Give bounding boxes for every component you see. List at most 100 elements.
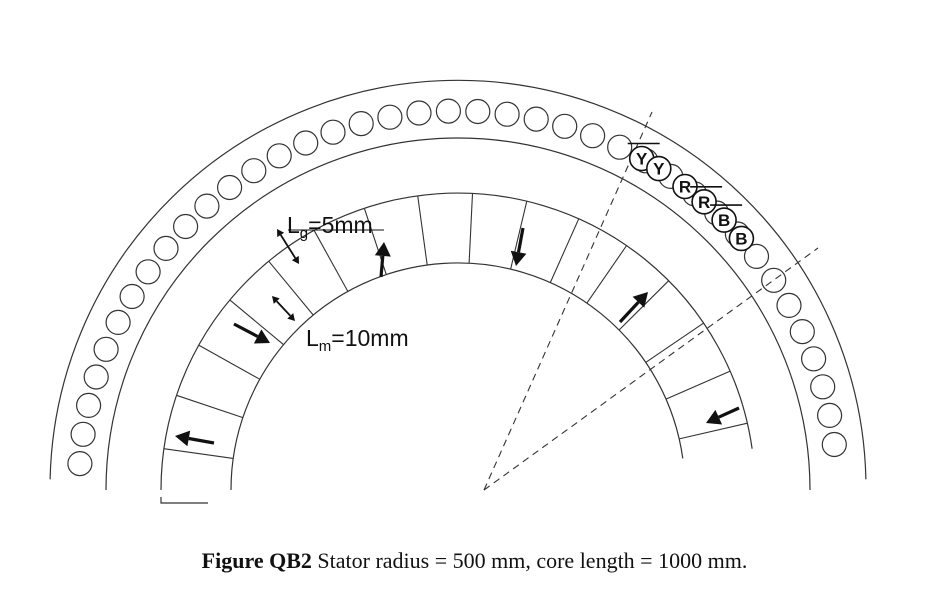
slot-conductor xyxy=(241,158,267,184)
slot-conductor xyxy=(816,402,843,428)
figure-caption-label: Figure QB2 xyxy=(201,548,312,573)
phase-axis-line xyxy=(483,247,819,491)
dimension-markers xyxy=(272,229,384,321)
magnet-dimension-arrow xyxy=(272,296,295,321)
arrow-shaft xyxy=(379,255,385,278)
slot-conductor xyxy=(523,106,549,132)
slot-conductor xyxy=(320,119,346,145)
magnet-label-subscript: m xyxy=(319,338,332,355)
rotor-magnet-ring xyxy=(160,192,753,504)
rotor-outer-arc xyxy=(160,192,753,491)
phase-coil-marker xyxy=(645,155,672,182)
rotor-end-bracket xyxy=(160,497,208,504)
magnet-segment-divider xyxy=(586,245,628,304)
arrow-shaft xyxy=(718,406,740,419)
slot-conductor xyxy=(789,319,815,345)
slot-conductor xyxy=(75,392,102,418)
magnet-arrow-outward xyxy=(618,292,648,324)
slot-conductor xyxy=(119,283,145,310)
magnet-arrow-inward xyxy=(510,227,527,266)
slot-conductor xyxy=(761,267,787,293)
slot-conductor xyxy=(810,374,836,400)
arrow-head xyxy=(374,242,391,257)
slot-conductor xyxy=(83,364,109,390)
arrow-head xyxy=(632,292,648,308)
dimension-arrowhead xyxy=(277,229,285,238)
rotor-inner-arc xyxy=(230,262,684,491)
slot-conductor xyxy=(607,134,633,160)
magnet-segment-divider xyxy=(665,370,731,400)
slot-conductor xyxy=(293,130,319,156)
phase-coil-marker xyxy=(691,189,717,215)
slot-conductor xyxy=(135,259,161,285)
phase-coil-letter: R xyxy=(679,178,691,197)
magnet-magnetization-arrows xyxy=(175,227,740,447)
airgap-label-main: L xyxy=(287,212,300,238)
magnet-segment-divider xyxy=(313,229,349,292)
arrow-shaft xyxy=(516,227,525,253)
phase-axis-dashed-lines xyxy=(483,111,819,491)
slot-conductor xyxy=(153,235,179,261)
magnet-arrow-outward xyxy=(175,430,215,447)
magnet-segment-divider xyxy=(468,193,474,264)
slot-conductor xyxy=(743,243,770,269)
slot-conductor xyxy=(579,123,606,149)
stator-slot-conductors xyxy=(67,98,847,477)
magnet-segment-divider xyxy=(268,260,314,316)
slot-conductor xyxy=(377,104,403,130)
phase-coil-marker xyxy=(711,207,737,233)
phase-coil-letter: B xyxy=(718,211,730,230)
magnet-segment-divider xyxy=(549,218,580,283)
dimension-line xyxy=(276,300,291,317)
magnet-arrow-inward xyxy=(233,322,270,344)
magnet-segment-divider xyxy=(176,394,244,419)
magnet-label-value: =10mm xyxy=(331,325,408,351)
slot-conductor xyxy=(776,292,802,318)
dimension-line xyxy=(279,234,297,259)
slot-conductor xyxy=(494,101,520,127)
dimension-arrowhead xyxy=(291,255,299,264)
slot-conductor xyxy=(67,451,93,477)
arrow-head xyxy=(175,430,191,447)
arrow-head xyxy=(510,250,527,266)
slot-conductor xyxy=(465,98,491,125)
magnet-segment-divider xyxy=(229,299,284,346)
airgap-dimension-arrow xyxy=(277,229,299,264)
stator-back-iron xyxy=(49,79,867,491)
arrow-head xyxy=(253,329,270,344)
slot-conductor xyxy=(348,110,374,137)
figure-caption-text: Stator radius = 500 mm, core length = 10… xyxy=(311,548,748,573)
magnet-segment-divider xyxy=(679,422,748,440)
slot-conductor xyxy=(800,346,827,372)
arrow-head xyxy=(706,409,723,425)
airgap-dimension-label: Lg=5mm xyxy=(287,212,373,242)
magnet-dimension-label: Lm=10mm xyxy=(306,325,409,355)
slot-conductor xyxy=(266,143,292,169)
arrow-shaft xyxy=(188,436,215,445)
slot-conductor xyxy=(217,174,243,201)
dimension-arrowhead xyxy=(272,296,280,304)
slot-conductor xyxy=(435,98,461,124)
slot-conductor xyxy=(194,193,220,219)
figure-caption: Figure QB2 Stator radius = 500 mm, core … xyxy=(0,548,949,574)
magnet-segment-divider xyxy=(417,195,428,266)
slot-conductor xyxy=(173,213,199,240)
phase-coil-letter: B xyxy=(735,229,747,248)
magnet-segment-divider xyxy=(645,322,704,363)
slot-conductor xyxy=(406,100,432,126)
slot-conductor xyxy=(105,309,131,335)
phase-coil-letter: Y xyxy=(636,150,648,169)
magnet-segment-divider xyxy=(198,344,261,380)
dimension-arrowhead xyxy=(287,313,295,321)
airgap-label-value: =5mm xyxy=(308,212,373,238)
slot-conductor xyxy=(70,421,96,447)
magnet-segment-divider xyxy=(163,448,234,459)
arrow-shaft xyxy=(618,301,640,324)
phase-coil-marker xyxy=(728,225,755,252)
phase-coil-letter: Y xyxy=(653,160,665,179)
magnet-arrow-inward xyxy=(706,406,740,425)
arrow-shaft xyxy=(233,322,259,338)
slot-conductor xyxy=(821,431,847,458)
